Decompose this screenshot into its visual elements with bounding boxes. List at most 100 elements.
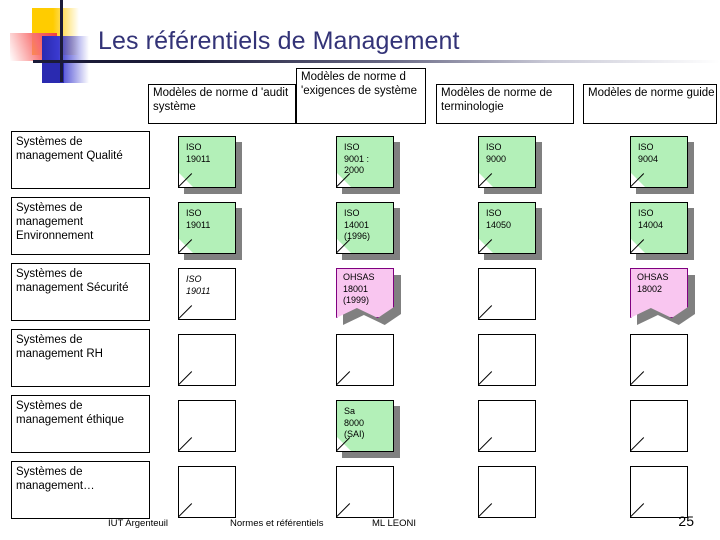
row-label-autres: Systèmes de management… [11,461,150,519]
row-label-ethique: Systèmes de management éthique [11,395,150,453]
note-card-body [478,400,536,452]
note-card-body [478,268,536,320]
logo-blue-square-solid [42,60,64,83]
page-fold-corner-icon [479,371,493,385]
page-fold-corner-icon [337,437,351,451]
page-fold-corner-icon [179,503,193,517]
note-card[interactable] [630,400,688,452]
note-card-body [478,466,536,518]
note-card-body [630,400,688,452]
page-fold-corner-icon [179,239,193,253]
page-fold-corner-icon [479,503,493,517]
note-card-body [336,334,394,386]
page-fold-corner-icon [337,239,351,253]
page-fold-corner-icon [631,503,645,517]
column-header-exigences: Modèles de norme d 'exigences de système [296,68,426,124]
note-card-body [336,466,394,518]
note-card[interactable] [336,334,394,386]
page-fold-corner-icon [479,305,493,319]
note-card[interactable] [630,334,688,386]
page-fold-corner-icon [179,371,193,385]
column-header-terminologie: Modèles de norme de terminologie [436,84,574,124]
column-header-guide: Modèles de norme guide [583,84,717,124]
note-card-body [630,334,688,386]
note-card[interactable] [336,466,394,518]
note-card[interactable] [630,466,688,518]
page-fold-corner-icon [337,503,351,517]
note-card-body [630,466,688,518]
page-fold-corner-icon [631,173,645,187]
note-card-body [178,400,236,452]
page-fold-corner-icon [179,437,193,451]
page-fold-corner-icon [631,371,645,385]
note-card[interactable] [478,334,536,386]
slide-logo-decoration [0,0,110,95]
note-card[interactable] [178,466,236,518]
title-underline-bar [33,60,720,63]
row-label-qualite: Systèmes de management Qualité [11,131,150,189]
footer-center: Normes et référentiels [230,518,324,529]
page-fold-corner-icon [479,437,493,451]
page-fold-corner-icon [631,437,645,451]
page-fold-corner-icon [631,239,645,253]
row-label-rh: Systèmes de management RH [11,329,150,387]
footer-right: ML LEONI [372,518,416,529]
page-number: 25 [678,513,694,529]
note-card-body [178,466,236,518]
page-fold-corner-icon [179,173,193,187]
note-card[interactable] [178,400,236,452]
page-fold-corner-icon [179,305,193,319]
note-card-body [478,334,536,386]
logo-vertical-bar [60,0,63,82]
column-header-audit: Modèles de norme d 'audit système [148,84,296,124]
note-card[interactable] [178,334,236,386]
row-label-environnement: Systèmes de management Environnement [11,197,150,255]
note-card[interactable] [478,268,536,320]
note-card[interactable] [478,466,536,518]
page-title: Les référentiels de Management [98,27,460,55]
page-fold-corner-icon [479,173,493,187]
page-fold-corner-icon [479,239,493,253]
page-fold-corner-icon [337,371,351,385]
note-card-body [630,268,688,318]
page-fold-corner-icon [337,173,351,187]
footer-left: IUT Argenteuil [108,518,169,529]
row-label-securite: Systèmes de management Sécurité [11,263,150,321]
note-card-body [178,334,236,386]
note-card[interactable] [478,400,536,452]
